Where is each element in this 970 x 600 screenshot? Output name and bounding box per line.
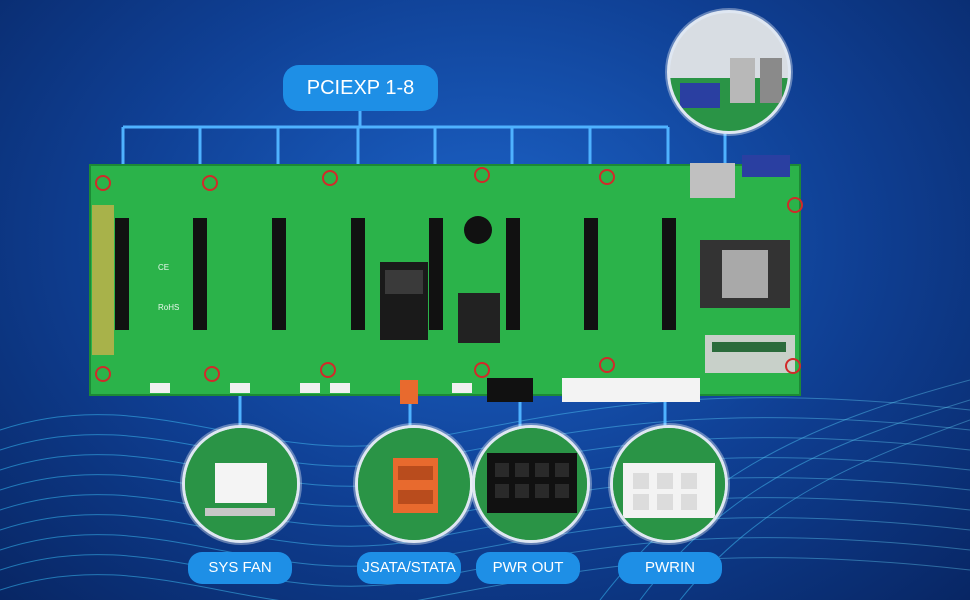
sata-zoom-circle [355,425,473,543]
pwr-out-label: PWR OUT [476,552,580,584]
pwr-in-label: PWRIN [618,552,722,584]
pciexp-label: PCIEXP 1-8 [283,65,438,111]
sata-label: JSATA/STATA [357,552,461,584]
sys-fan-zoom-circle [182,425,300,543]
io-zoom-circle [667,10,791,134]
sys-fan-label: SYS FAN [188,552,292,584]
svg-text:CE: CE [158,263,169,272]
pwr-out-zoom-circle [472,425,590,543]
pwr-in-zoom-circle [610,425,728,543]
svg-text:RoHS: RoHS [158,303,179,312]
